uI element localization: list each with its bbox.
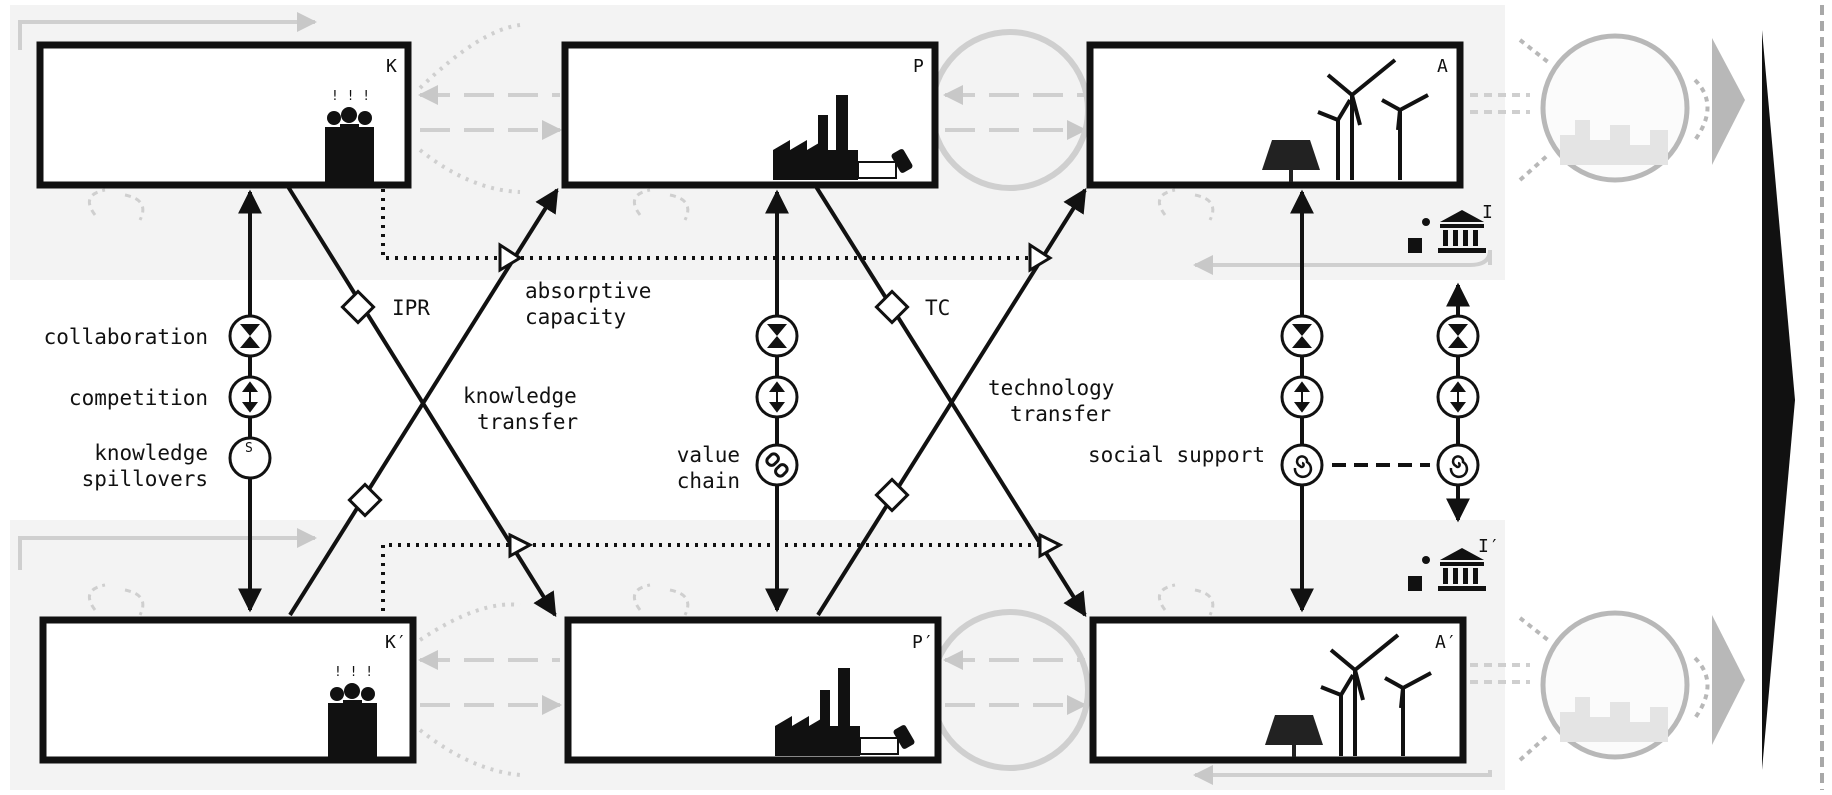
updown-arrow-icon (230, 377, 270, 417)
label-ipr: IPR (392, 296, 430, 320)
svg-text:I′: I′ (1478, 536, 1500, 557)
svg-text:! ! !: ! ! ! (334, 665, 373, 680)
label-technology-transfer-1: technology (988, 376, 1114, 400)
label-technology-transfer-2: transfer (1010, 402, 1111, 426)
label-absorptive-2: capacity (525, 305, 626, 329)
label-value-chain-2: chain (677, 469, 740, 493)
city-circle-icon-bottom (1543, 613, 1687, 757)
label-collaboration: collaboration (44, 325, 208, 349)
hourglass-icon (230, 316, 270, 356)
updown-arrow-icon (1282, 377, 1322, 417)
svg-text:P: P (913, 56, 924, 77)
hourglass-icon (1438, 316, 1478, 356)
svg-text:I: I (1482, 202, 1493, 223)
hourglass-icon (757, 316, 797, 356)
spiral-icon (1438, 445, 1478, 485)
svg-text:K: K (386, 56, 397, 77)
updown-arrow-icon (1438, 377, 1478, 417)
label-spillovers-1: knowledge (94, 441, 208, 465)
svg-text:S: S (245, 441, 253, 456)
label-knowledge-transfer-1: knowledge (463, 384, 577, 408)
label-competition: competition (69, 386, 208, 410)
label-knowledge-transfer-2: transfer (477, 410, 578, 434)
hourglass-icon (1282, 316, 1322, 356)
people-icon: ! ! ! (328, 665, 377, 758)
spiral-icon (1282, 445, 1322, 485)
svg-text:P′: P′ (912, 632, 934, 653)
label-absorptive-1: absorptive (525, 279, 651, 303)
system-wedge (1762, 30, 1795, 770)
spillover-circle: S (230, 438, 270, 478)
svg-text:K′: K′ (385, 632, 407, 653)
output-triangle-bottom (1712, 615, 1745, 745)
chain-link-icon (757, 445, 797, 485)
svg-text:A′: A′ (1435, 632, 1457, 653)
label-social-support: social support (1088, 443, 1265, 467)
people-icon: ! ! ! (325, 89, 374, 182)
label-value-chain-1: value (677, 443, 740, 467)
label-tc: TC (925, 296, 950, 320)
svg-text:A: A (1437, 56, 1448, 77)
label-spillovers-2: spillovers (82, 467, 208, 491)
svg-text:! ! !: ! ! ! (331, 89, 370, 104)
city-circle-icon-top (1543, 36, 1687, 180)
output-triangle-top (1712, 38, 1745, 165)
updown-arrow-icon (757, 377, 797, 417)
